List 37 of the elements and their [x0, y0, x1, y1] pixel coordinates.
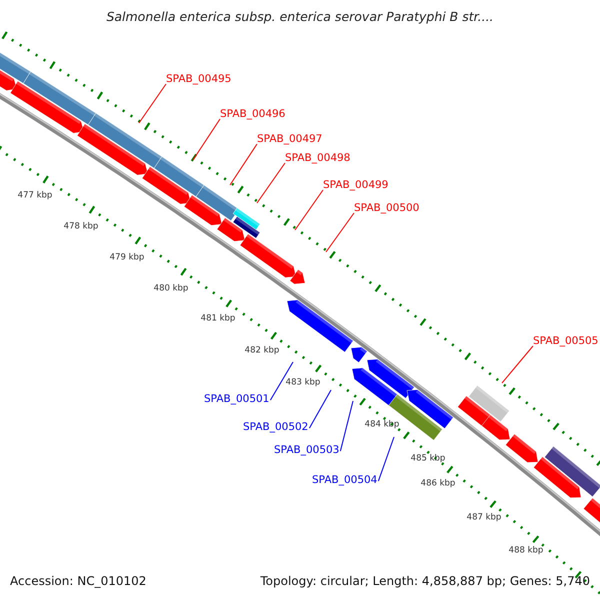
gene-label: SPAB_00499	[323, 179, 388, 192]
leader-line	[308, 390, 332, 429]
gene-label: SPAB_00500	[354, 202, 420, 215]
scale-label: 486 kbp	[420, 478, 456, 490]
scale-label: 479 kbp	[110, 252, 144, 264]
scale-label: 485 kbp	[410, 452, 446, 466]
leader-line	[138, 84, 166, 124]
leader-line	[340, 400, 354, 452]
scale-label: 480 kbp	[154, 282, 188, 296]
gene-label: SPAB_00504	[312, 474, 378, 487]
scale-label: 477 kbp	[18, 190, 52, 202]
gene-label: SPAB_00496	[220, 108, 286, 121]
leader-line	[256, 162, 286, 204]
map-title: Salmonella enterica subsp. enterica serovar Paratyphi B str....	[105, 10, 495, 23]
leader-line	[502, 346, 534, 384]
scale-label: 481 kbp	[200, 312, 236, 326]
gene-label: SPAB_00503	[274, 444, 340, 457]
scale-label: 483 kbp	[286, 376, 320, 390]
gene-label: SPAB_00495	[166, 73, 232, 86]
gene-label: SPAB_00501	[204, 393, 270, 406]
scale-label: 478 kbp	[64, 220, 98, 234]
leader-line	[230, 144, 258, 186]
leader-line	[192, 118, 220, 160]
scale-label: 488 kbp	[508, 544, 544, 558]
scale-label: 482 kbp	[244, 344, 280, 358]
gene-label: SPAB_00502	[243, 421, 308, 434]
leader-line	[326, 212, 354, 252]
gene-label: SPAB_00497	[257, 133, 322, 146]
accession-text: Accession: NC_010102	[10, 575, 146, 588]
gene-label: SPAB_00498	[285, 152, 350, 165]
genome-stats-text: Topology: circular; Length: 4,858,887 bp; Genes: 5,740	[260, 575, 590, 588]
scale-label: 484 kbp	[364, 418, 400, 432]
gene-label: SPAB_00505	[533, 335, 598, 348]
leader-line	[270, 362, 294, 401]
leader-line	[294, 190, 324, 230]
scale-label: 487 kbp	[466, 512, 502, 524]
leader-line	[378, 436, 394, 482]
